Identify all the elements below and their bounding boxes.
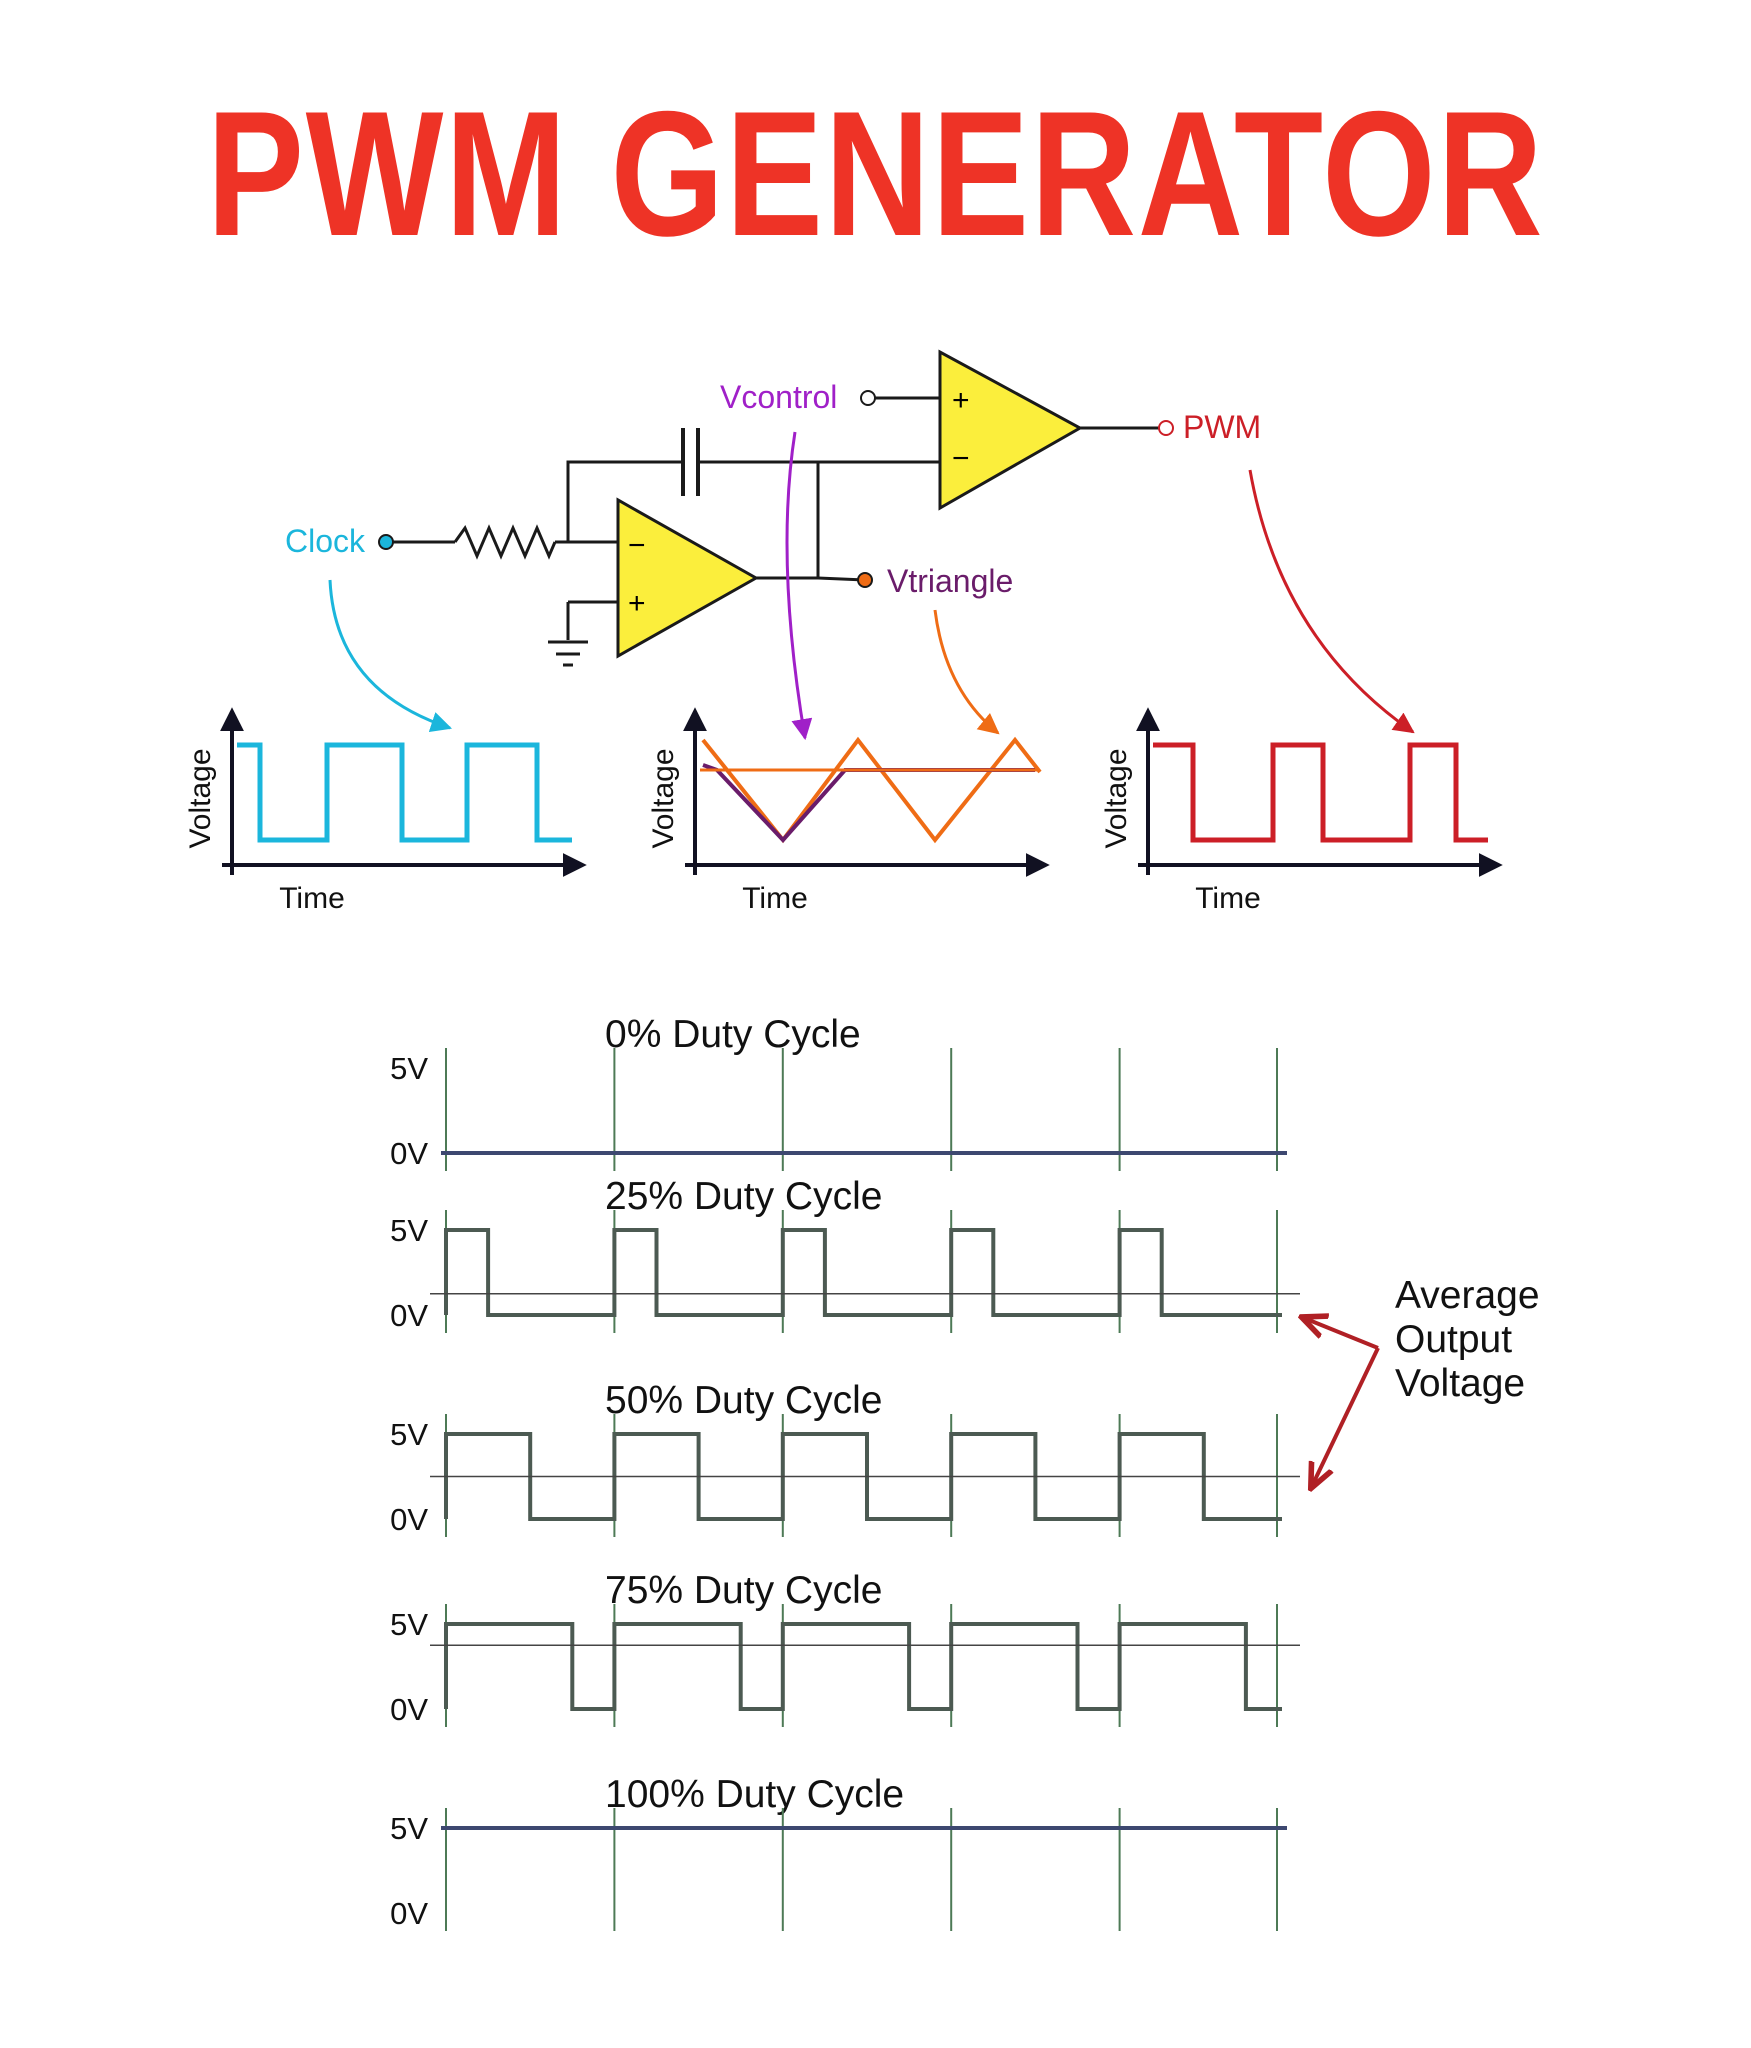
plot-xlabel: Time [279, 882, 345, 915]
vcontrol-arrow [785, 431, 813, 741]
ground-symbol [548, 640, 588, 667]
integrator-opamp: − + [616, 497, 760, 659]
average-arrow-50 [1312, 1347, 1380, 1486]
label-5v: 5V [390, 1811, 428, 1846]
pwm-trace [444, 1622, 1282, 1711]
vcontrol-node [860, 390, 876, 406]
average-output-note: Average Output Voltage [1304, 1274, 1540, 1486]
circuit-wires [390, 396, 1160, 640]
pwm-waveform [1153, 742, 1488, 843]
label-5v: 5V [390, 1607, 428, 1642]
label-5v: 5V [390, 1417, 428, 1452]
vtriangle-node [857, 572, 873, 588]
vtriangle-arrow [933, 609, 1000, 735]
triangle-waveform [701, 736, 1042, 844]
vcontrol-label: Vcontrol [720, 379, 837, 415]
resistor-symbol [453, 524, 557, 560]
duty-cycle-row: 0% Duty Cycle 5V 0V [390, 1013, 1287, 1171]
plot-ylabel: Voltage [184, 748, 217, 848]
capacitor-symbol [681, 428, 700, 496]
duty-cycle-title: 0% Duty Cycle [605, 1013, 861, 1056]
plot-xlabel: Time [742, 882, 808, 915]
duty-cycle-title: 75% Duty Cycle [605, 1569, 882, 1612]
label-0v: 0V [390, 1692, 428, 1727]
label-0v: 0V [390, 1896, 428, 1931]
label-0v: 0V [390, 1298, 428, 1333]
average-note-line-3: Voltage [1395, 1362, 1525, 1405]
pwm-trace [444, 1228, 1282, 1317]
duty-cycle-row: 100% Duty Cycle 5V 0V [390, 1773, 1287, 1931]
duty-cycle-title: 100% Duty Cycle [605, 1773, 904, 1816]
average-note-line-2: Output [1395, 1318, 1512, 1361]
pwm-label: PWM [1183, 409, 1261, 445]
duty-cycle-row: 25% Duty Cycle 5V 0V [390, 1175, 1300, 1333]
page-title: PWM GENERATOR [206, 74, 1545, 273]
duty-cycle-title: 25% Duty Cycle [605, 1175, 882, 1218]
vtriangle-label: Vtriangle [887, 563, 1013, 599]
plot-ylabel: Voltage [647, 748, 680, 848]
duty-cycle-row: 50% Duty Cycle 5V 0V [390, 1379, 1300, 1537]
plot-xlabel: Time [1195, 882, 1261, 915]
label-5v: 5V [390, 1051, 428, 1086]
plot-ylabel: Voltage [1100, 748, 1133, 848]
comparator-opamp: + − [938, 349, 1084, 511]
label-5v: 5V [390, 1213, 428, 1248]
duty-cycle-row: 75% Duty Cycle 5V 0V [390, 1569, 1300, 1727]
clock-node [378, 534, 394, 550]
label-0v: 0V [390, 1502, 428, 1537]
average-note-line-1: Average [1395, 1274, 1540, 1317]
opamp2-plus-sign: + [952, 384, 970, 417]
pwm-arrow [1248, 469, 1415, 734]
opamp1-plus-sign: + [628, 587, 646, 620]
circuit-schematic: − + + − Clock Vcontrol Vtriangle PWM [285, 349, 1415, 741]
pwm-node [1158, 420, 1174, 436]
opamp1-minus-sign: − [628, 529, 646, 562]
label-0v: 0V [390, 1136, 428, 1171]
opamp2-minus-sign: − [952, 442, 970, 475]
clock-waveform [237, 742, 572, 843]
average-arrow-25 [1304, 1318, 1379, 1350]
duty-cycle-title: 50% Duty Cycle [605, 1379, 882, 1422]
clock-arrow [328, 579, 452, 733]
pwm-trace [444, 1432, 1282, 1521]
clock-label: Clock [285, 523, 366, 559]
